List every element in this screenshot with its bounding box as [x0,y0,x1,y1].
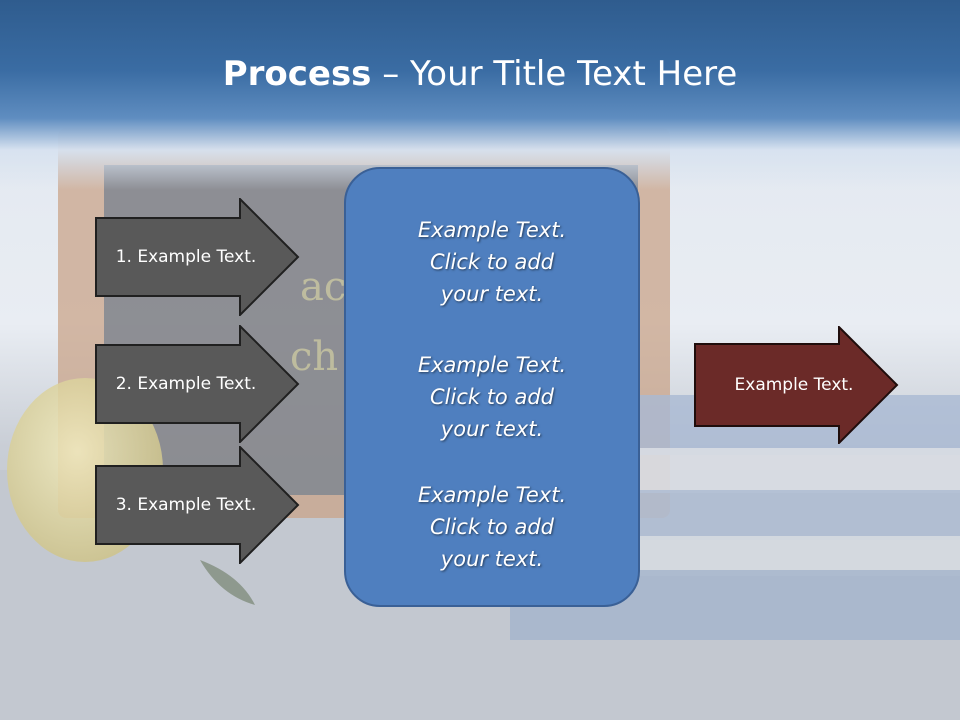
title-rest: – Your Title Text Here [371,54,738,94]
center-line: Example Text. [417,218,567,242]
center-line: Click to add [429,385,554,409]
arrow-right-icon [95,325,300,443]
left-arrow-3[interactable]: 3. Example Text. [95,446,300,564]
arrow-right-icon [694,326,899,444]
left-arrow-label: 3. Example Text. [115,495,257,515]
center-text-block-2: Example Text. Click to add your text. [346,349,638,445]
left-arrow-label: 2. Example Text. [115,374,257,394]
svg-text:ch: ch [290,334,338,380]
right-arrow-label: Example Text. [734,375,854,395]
left-arrow-1[interactable]: 1. Example Text. [95,198,300,316]
center-line: Click to add [429,250,554,274]
center-text-block-1: Example Text. Click to add your text. [346,214,638,310]
slide-title[interactable]: Process – Your Title Text Here [0,52,960,96]
center-line: your text. [440,282,544,306]
right-arrow[interactable]: Example Text. [694,326,900,444]
center-line: your text. [440,417,544,441]
arrow-right-icon [95,198,300,316]
title-bold: Process [222,54,372,94]
arrow-right-icon [95,446,300,564]
center-line: Example Text. [417,483,567,507]
title-band [0,0,960,190]
center-line: your text. [440,547,544,571]
center-line: Click to add [429,515,554,539]
svg-text:ac: ac [300,264,346,310]
left-arrow-label: 1. Example Text. [115,247,257,267]
center-text-block-3: Example Text. Click to add your text. [346,479,638,575]
left-arrow-2[interactable]: 2. Example Text. [95,325,300,443]
center-line: Example Text. [417,353,567,377]
center-text-box[interactable]: Example Text. Click to add your text. Ex… [344,167,640,607]
